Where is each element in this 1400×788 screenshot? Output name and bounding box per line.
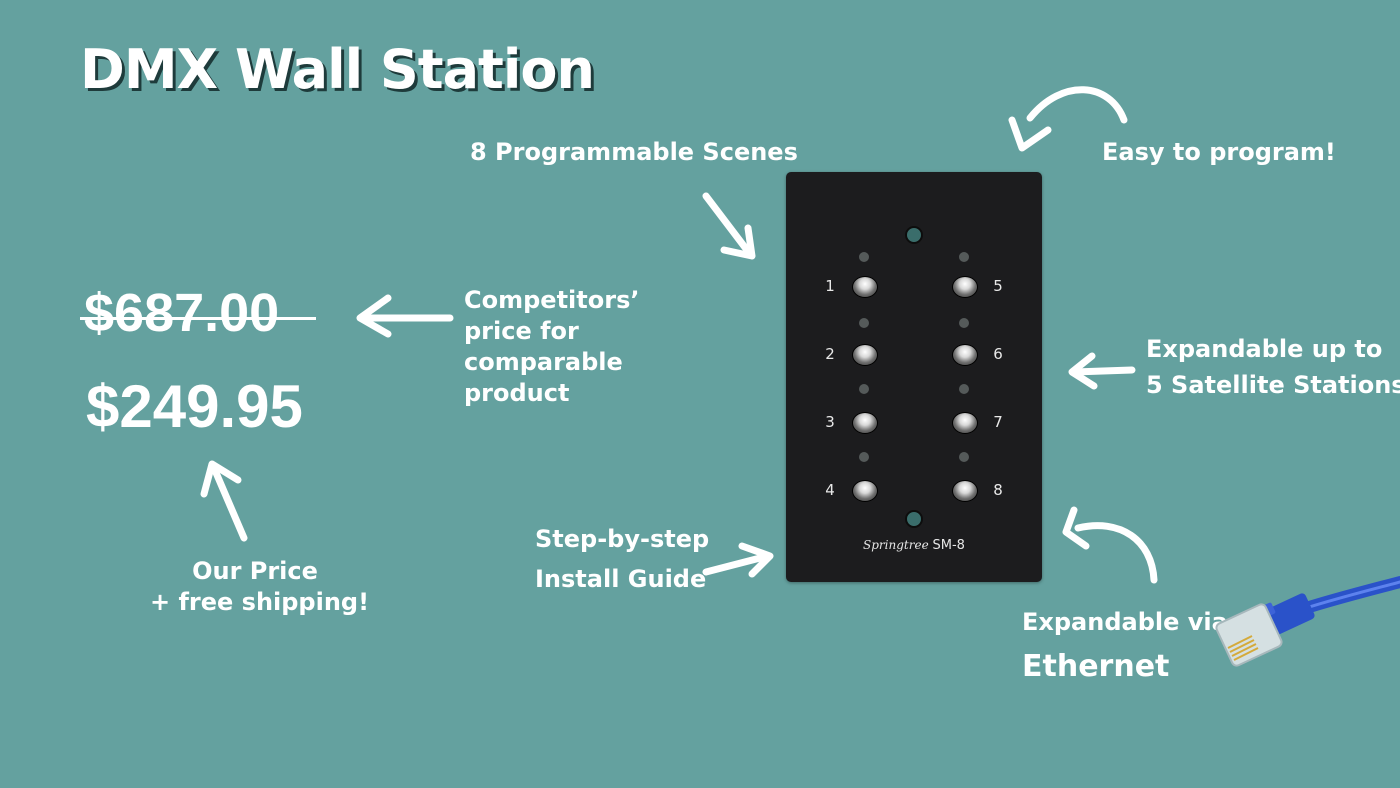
guide-callout: Step-by-step Install Guide	[535, 524, 709, 595]
scene-led	[959, 452, 969, 462]
competitor-caption-line: price for	[464, 317, 579, 345]
arrow-icon	[702, 192, 756, 260]
scene-button-3[interactable]	[852, 412, 878, 434]
scene-led	[859, 452, 869, 462]
brand-name: Springtree	[863, 538, 929, 552]
arrow-icon	[1068, 352, 1136, 390]
scene-led	[959, 384, 969, 394]
button-number: 5	[993, 277, 1003, 295]
competitor-caption-line: product	[464, 379, 570, 407]
button-number: 7	[993, 413, 1003, 431]
easy-callout: Easy to program!	[1102, 138, 1336, 166]
curved-arrow-icon	[1008, 86, 1128, 152]
ethernet-callout-line: Expandable via	[1022, 608, 1228, 636]
scene-button-8[interactable]	[952, 480, 978, 502]
ethernet-cable-icon	[1215, 576, 1400, 667]
button-number: 2	[825, 345, 835, 363]
arrow-icon	[356, 294, 454, 338]
scene-button-4[interactable]	[852, 480, 878, 502]
our-price-caption-line: Our Price	[192, 557, 318, 585]
arrow-icon	[200, 460, 248, 542]
scene-led	[859, 318, 869, 328]
our-price: $249.95	[86, 373, 303, 440]
model-name: SM-8	[932, 538, 965, 553]
curved-arrow-icon	[1062, 506, 1158, 584]
page-title: DMX Wall Station	[80, 38, 595, 101]
screw-hole	[905, 226, 923, 244]
button-number: 6	[993, 345, 1003, 363]
scene-button-5[interactable]	[952, 276, 978, 298]
scene-led	[859, 252, 869, 262]
screw-hole	[905, 510, 923, 528]
button-number: 4	[825, 481, 835, 499]
scene-button-2[interactable]	[852, 344, 878, 366]
competitor-caption-line: comparable	[464, 348, 623, 376]
button-number: 8	[993, 481, 1003, 499]
brand-label: Springtree SM-8	[786, 538, 1042, 553]
expandable-callout-line: Expandable up to	[1146, 335, 1383, 363]
our-price-caption-line: + free shipping!	[150, 588, 370, 616]
arrow-icon	[702, 542, 774, 578]
scenes-callout: 8 Programmable Scenes	[470, 138, 798, 166]
our-price-caption: Our Price + free shipping!	[150, 556, 370, 618]
guide-callout-line: Install Guide	[535, 565, 707, 593]
competitor-caption: Competitors’ price for comparable produc…	[464, 285, 639, 409]
scene-button-1[interactable]	[852, 276, 878, 298]
competitor-caption-line: Competitors’	[464, 286, 640, 314]
competitor-price: $687.00	[84, 283, 280, 343]
ethernet-callout-line: Ethernet	[1022, 649, 1170, 684]
button-number: 3	[825, 413, 835, 431]
wall-station-plate: 1 2 3 4 5 6 7 8 Springtree SM-8	[786, 172, 1042, 582]
expandable-callout-line: 5 Satellite Stations	[1146, 371, 1400, 399]
scene-led	[859, 384, 869, 394]
button-number: 1	[825, 277, 835, 295]
strikethrough-line	[80, 317, 316, 320]
ethernet-callout: Expandable via Ethernet	[1022, 607, 1228, 682]
scene-button-6[interactable]	[952, 344, 978, 366]
guide-callout-line: Step-by-step	[535, 525, 710, 553]
expandable-callout: Expandable up to 5 Satellite Stations	[1146, 334, 1400, 401]
scene-button-7[interactable]	[952, 412, 978, 434]
scene-led	[959, 318, 969, 328]
scene-led	[959, 252, 969, 262]
